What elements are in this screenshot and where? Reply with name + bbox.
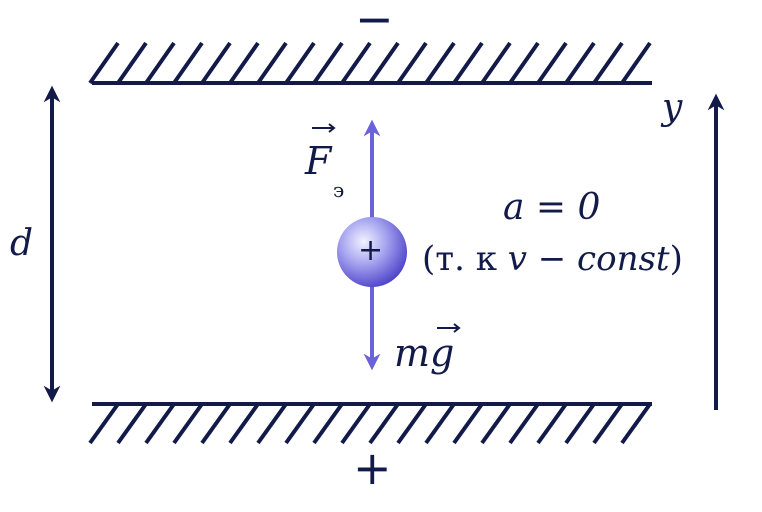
electric-force-subscript: э [333, 178, 345, 202]
gravity-force-label: mg [394, 331, 455, 375]
reason-suffix: ) [669, 239, 683, 279]
bottom-plate-hatching [88, 402, 652, 445]
top-plate [88, 41, 652, 85]
top-plate-sign: − [355, 0, 394, 46]
top-plate-hatching [88, 41, 652, 85]
charge-ball [337, 217, 407, 287]
y-axis-label: y [662, 87, 683, 128]
reason-label: (т. к v − const) [422, 242, 683, 276]
reason-variable: v − const [507, 239, 670, 279]
acceleration-label: a = 0 [503, 187, 601, 228]
bottom-plate [88, 402, 652, 445]
distance-label: d [10, 223, 34, 264]
vector-arrow-icon [437, 323, 461, 333]
bottom-plate-sign: + [353, 441, 392, 495]
reason-prefix: (т. к [422, 239, 508, 279]
vector-arrow-icon [312, 123, 336, 133]
electric-force-label: F [305, 139, 332, 183]
charge-sign: + [358, 233, 384, 268]
